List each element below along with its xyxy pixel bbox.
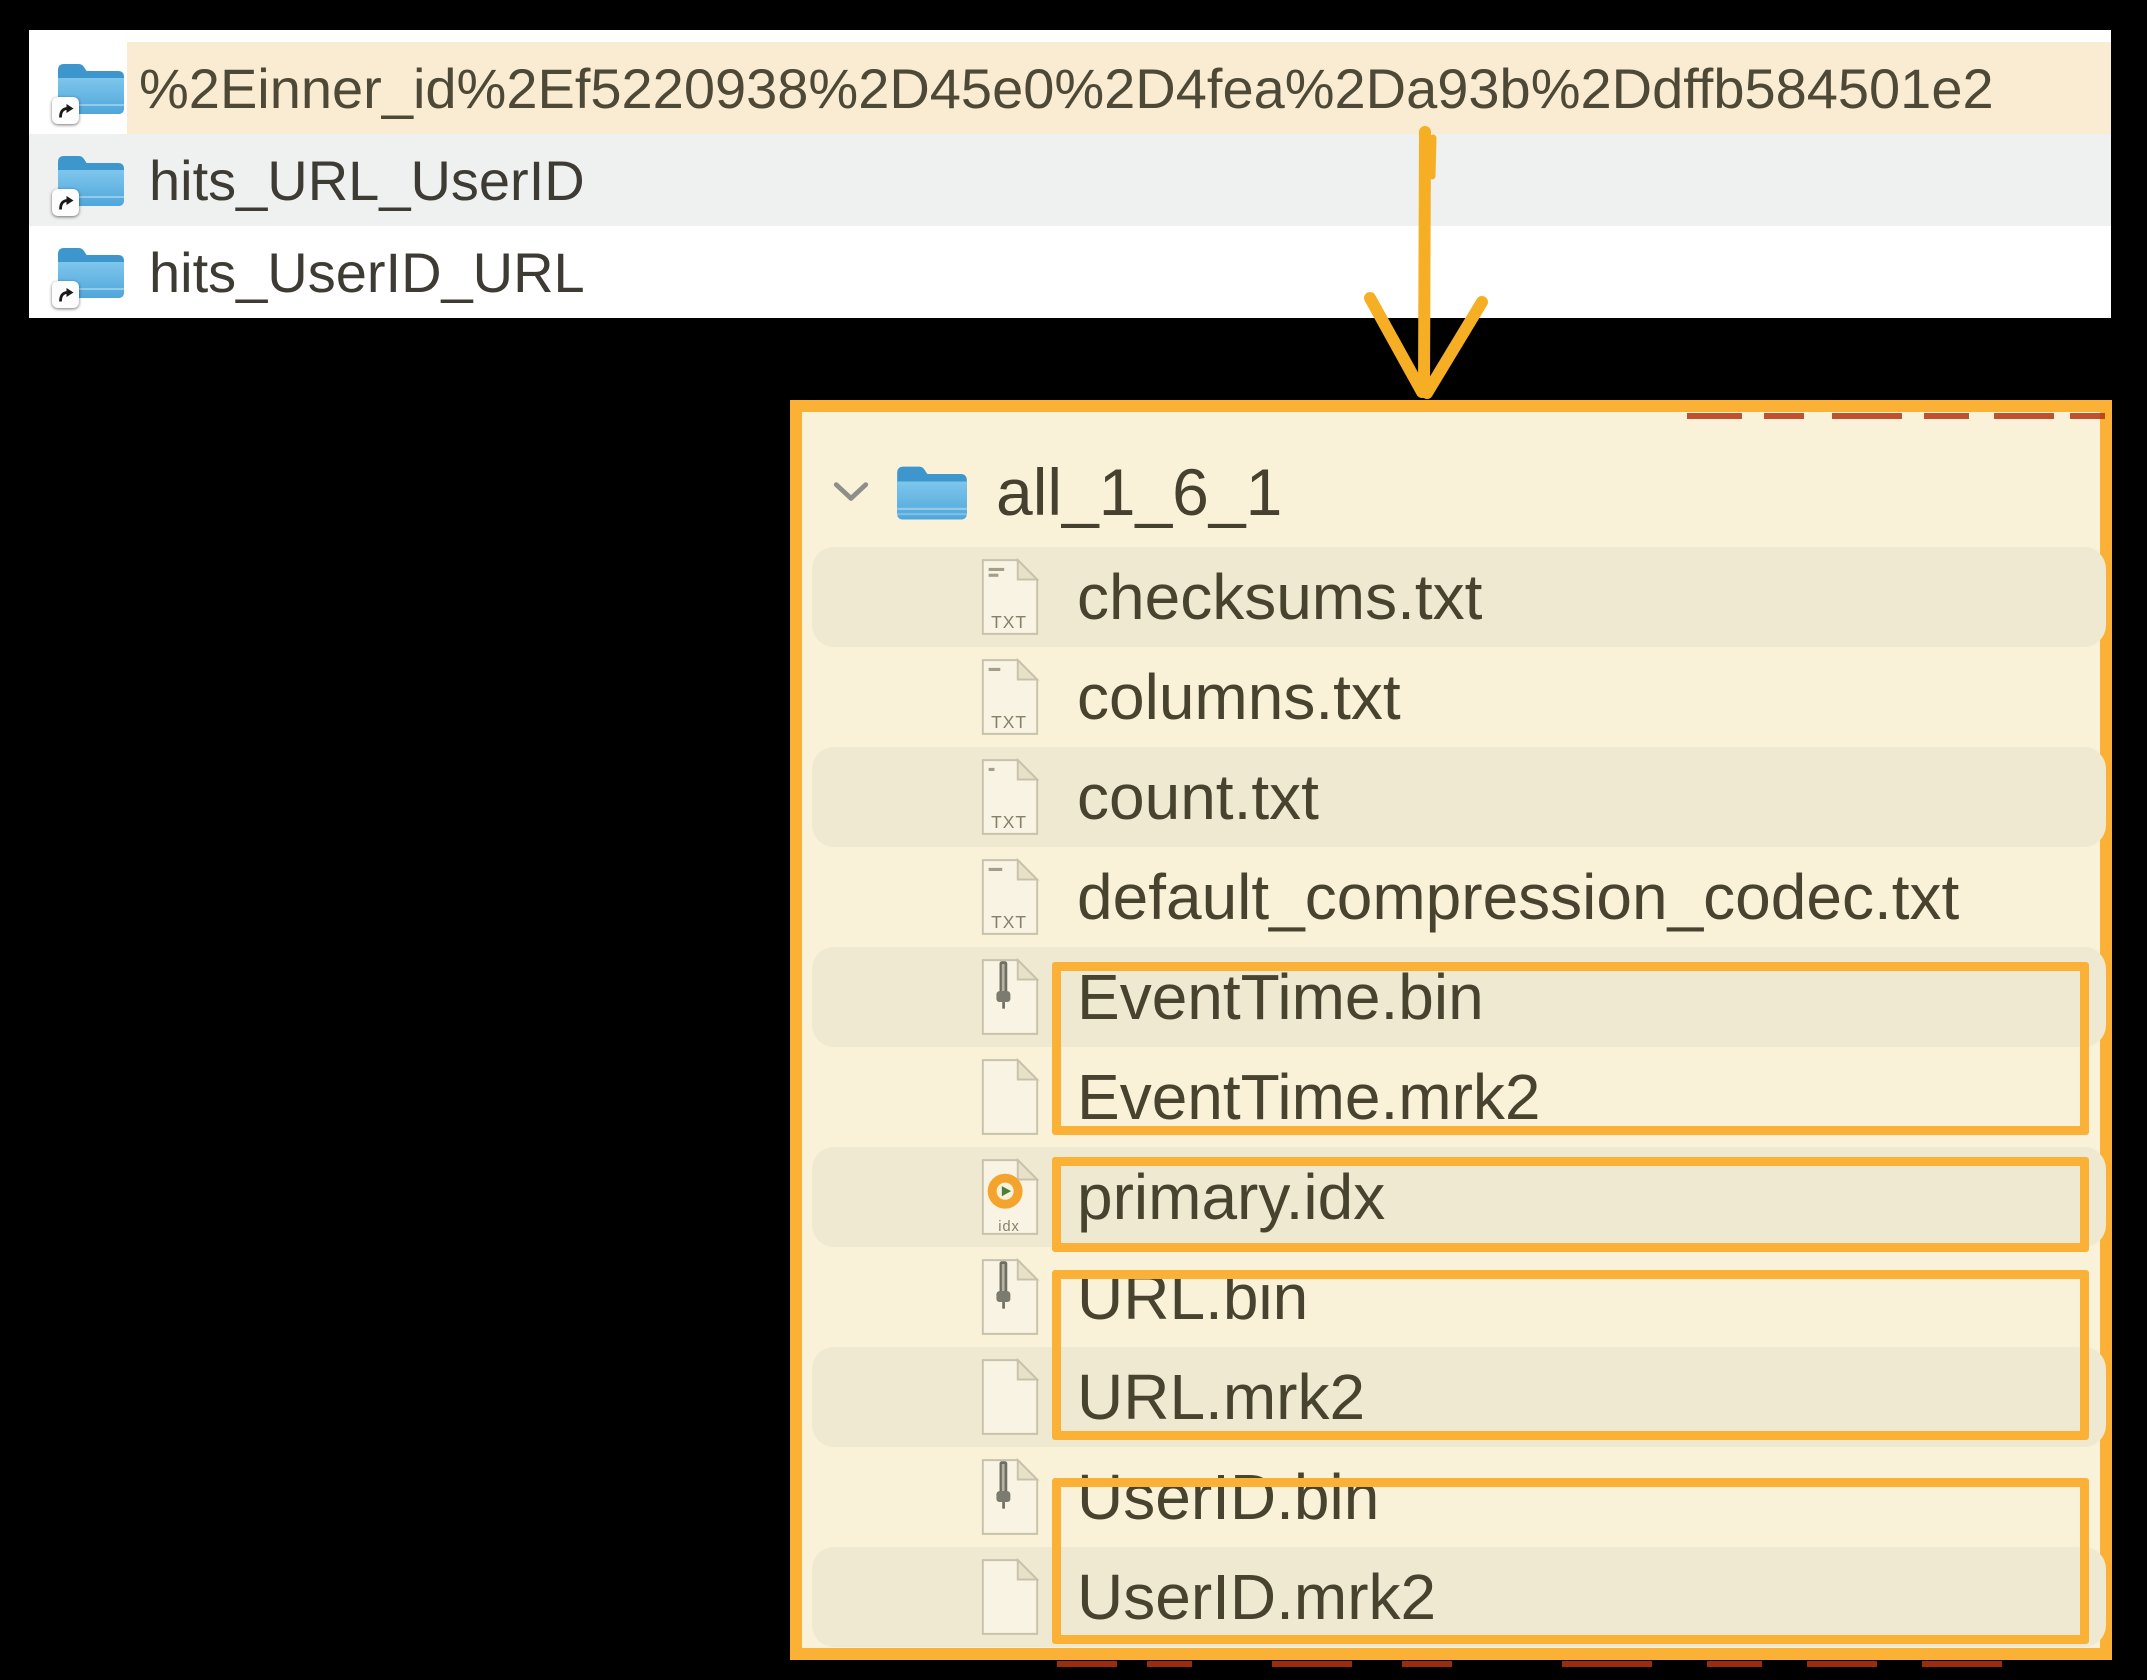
part-folder-name: all_1_6_1 (996, 455, 1283, 529)
list-item-hits-userid-url[interactable]: hits_UserID_URL (29, 226, 2111, 318)
mrk2-file-icon (977, 1556, 1043, 1638)
red-dash (1562, 1661, 1652, 1667)
tree-row-checksums[interactable]: TXT checksums.txt (812, 547, 2106, 647)
alias-arrow-badge (52, 97, 79, 124)
list-item-inner-id-folder[interactable]: %2Einner_id%2Ef5220938%2D45e0%2D4fea%2Da… (29, 42, 2111, 134)
red-dash (1057, 1661, 1117, 1667)
svg-text:TXT: TXT (991, 712, 1027, 732)
svg-text:TXT: TXT (991, 612, 1027, 632)
red-dash (2070, 413, 2105, 419)
bin-file-icon (977, 1256, 1043, 1338)
txt-file-icon: TXT (977, 656, 1043, 738)
chevron-down-icon[interactable] (832, 480, 870, 504)
tree-row-root[interactable]: all_1_6_1 (802, 442, 2100, 542)
file-name: URL.mrk2 (1077, 1361, 1366, 1433)
idx-file-icon: idx (977, 1156, 1043, 1238)
red-dash (1147, 1661, 1192, 1667)
selected-row-highlight: %2Einner_id%2Ef5220938%2D45e0%2D4fea%2Da… (127, 42, 2111, 134)
tree-row-url-mrk2[interactable]: URL.mrk2 (812, 1347, 2106, 1447)
tree-row-userid-mrk2[interactable]: UserID.mrk2 (812, 1547, 2106, 1647)
red-dash (1922, 1661, 2002, 1667)
list-item-hits-url-userid[interactable]: hits_URL_UserID (29, 134, 2111, 226)
mrk2-file-icon (977, 1056, 1043, 1138)
tree-row-default-compression-codec[interactable]: TXT default_compression_codec.txt (812, 847, 2106, 947)
file-name: EventTime.bin (1077, 961, 1484, 1033)
tree-row-userid-bin[interactable]: UserID.bin (812, 1447, 2106, 1547)
bin-file-icon (977, 1456, 1043, 1538)
file-name: UserID.bin (1077, 1461, 1380, 1533)
file-name: URL.bin (1077, 1261, 1309, 1333)
folder-name: %2Einner_id%2Ef5220938%2D45e0%2D4fea%2Da… (139, 56, 1994, 120)
part-directory-panel: all_1_6_1 TXT checksums.txt TXT columns.… (790, 400, 2112, 1667)
txt-file-icon: TXT (977, 756, 1043, 838)
bin-file-icon (977, 956, 1043, 1038)
red-dash (1807, 1661, 1877, 1667)
red-dash (1707, 1661, 1762, 1667)
file-name: primary.idx (1077, 1161, 1386, 1233)
red-dash (1994, 413, 2054, 419)
tree-row-columns[interactable]: TXT columns.txt (812, 647, 2106, 747)
file-name: default_compression_codec.txt (1077, 861, 1960, 933)
tree-row-count[interactable]: TXT count.txt (812, 747, 2106, 847)
tree-row-eventtime-mrk2[interactable]: EventTime.mrk2 (812, 1047, 2106, 1147)
folder-alias-icon (52, 56, 127, 124)
alias-arrow-badge (52, 189, 79, 216)
file-name: columns.txt (1077, 661, 1401, 733)
mrk2-file-icon (977, 1356, 1043, 1438)
folder-alias-icon (52, 148, 127, 216)
annotation-arrow-icon (1364, 126, 1488, 399)
finder-list-panel: %2Einner_id%2Ef5220938%2D45e0%2D4fea%2Da… (29, 30, 2111, 318)
file-name: checksums.txt (1077, 561, 1483, 633)
red-dash (1832, 413, 1902, 419)
svg-text:idx: idx (998, 1219, 1020, 1235)
svg-text:TXT: TXT (991, 912, 1027, 932)
tree-row-primary-idx[interactable]: idx primary.idx (812, 1147, 2106, 1247)
file-name: EventTime.mrk2 (1077, 1061, 1541, 1133)
file-name: UserID.mrk2 (1077, 1561, 1437, 1633)
red-dash (1924, 413, 1969, 419)
tree-row-url-bin[interactable]: URL.bin (812, 1247, 2106, 1347)
alias-arrow-badge (52, 281, 79, 308)
tree-row-eventtime-bin[interactable]: EventTime.bin (812, 947, 2106, 1047)
folder-name: hits_UserID_URL (149, 240, 585, 304)
red-dash (1764, 413, 1804, 419)
folder-alias-icon (52, 240, 127, 308)
txt-file-icon: TXT (977, 556, 1043, 638)
file-name: count.txt (1077, 761, 1319, 833)
red-dash (1272, 1661, 1352, 1667)
txt-file-icon: TXT (977, 856, 1043, 938)
red-dash (1687, 413, 1742, 419)
folder-icon (894, 459, 970, 525)
red-dash (1402, 1661, 1452, 1667)
folder-name: hits_URL_UserID (149, 148, 585, 212)
svg-text:TXT: TXT (991, 812, 1027, 832)
